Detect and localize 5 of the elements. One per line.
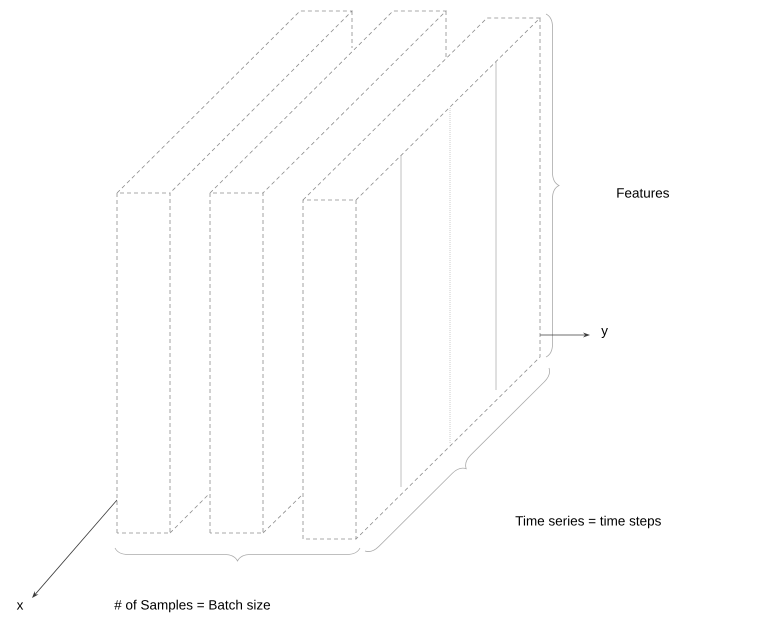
- axis-label: x: [16, 602, 24, 610]
- brace-label: Features: [617, 188, 669, 198]
- brace-label: Time series = time steps: [516, 516, 661, 528]
- brace-label: # of Samples = Batch size: [114, 600, 270, 612]
- axis-label: y: [601, 328, 608, 338]
